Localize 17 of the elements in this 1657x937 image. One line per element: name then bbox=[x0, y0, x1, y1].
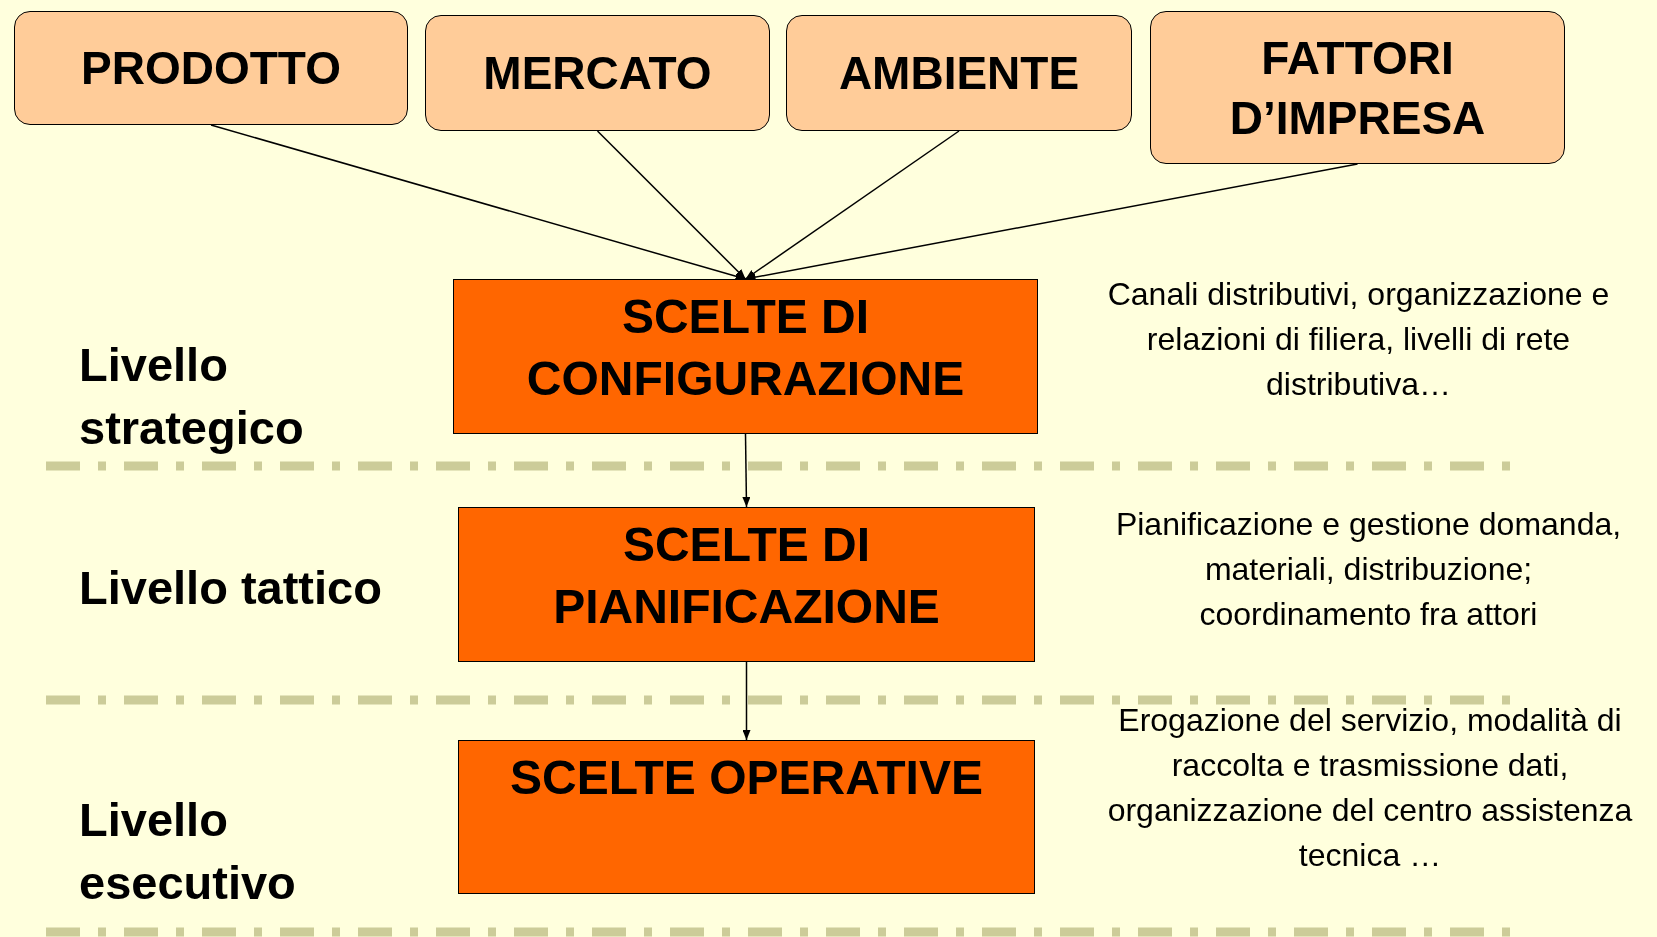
decision-box: SCELTE DI PIANIFICAZIONE bbox=[458, 507, 1035, 662]
level-label: Livello esecutivo bbox=[79, 792, 297, 911]
decision-box: SCELTE DI CONFIGURAZIONE bbox=[453, 279, 1038, 434]
arrow bbox=[596, 130, 747, 280]
arrow bbox=[742, 433, 751, 508]
factor-box: AMBIENTE bbox=[786, 15, 1132, 131]
arrow bbox=[742, 661, 751, 741]
factor-box: FATTORI D’IMPRESA bbox=[1150, 11, 1565, 164]
description-text: Erogazione del servizio, modalità di raccolta e trasmissione dati, organizzazione del centro assistenza tecnica … bbox=[1106, 701, 1634, 875]
level-label: Livello strategico bbox=[79, 337, 305, 456]
arrow bbox=[744, 130, 960, 280]
description-text: Canali distributivi, organizzazione e relazioni di filiera, livelli di rete distributiva… bbox=[1106, 275, 1611, 404]
level-label: Livello tattico bbox=[79, 560, 383, 616]
factor-box: MERCATO bbox=[425, 15, 770, 131]
description-text: Pianificazione e gestione domanda, materiali, distribuzione; coordinamento fra attori bbox=[1114, 505, 1623, 634]
factor-box: PRODOTTO bbox=[14, 11, 408, 125]
decision-box: SCELTE OPERATIVE bbox=[458, 740, 1035, 894]
